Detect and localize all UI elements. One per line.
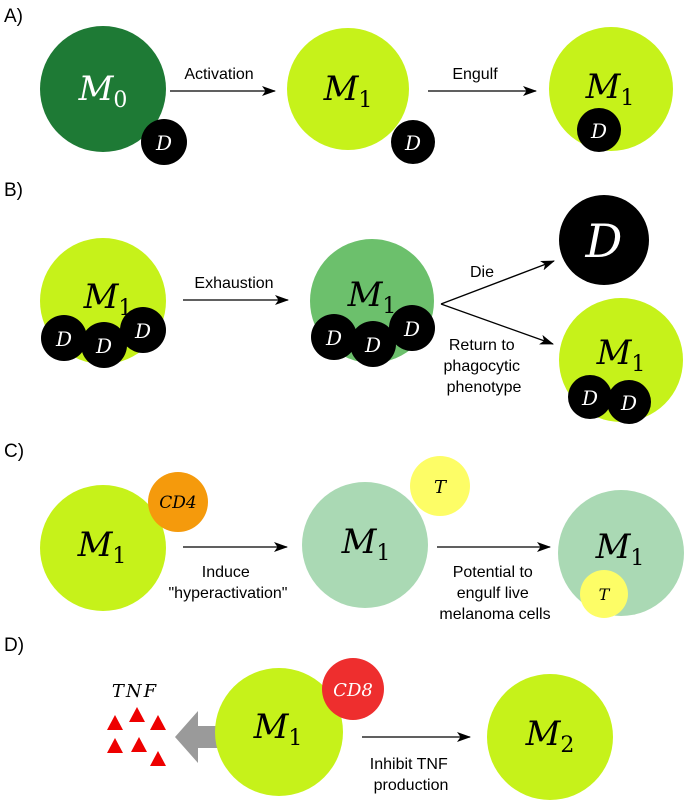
hyperactivated-m1-macrophage: [302, 482, 428, 608]
panel-c: C) M1 CD4 Induce "hyperactivation" M1 T …: [4, 441, 684, 623]
panel-a-label: A): [4, 6, 23, 27]
arrow-inhibit-tnf-label: Inhibit TNF production: [370, 756, 452, 794]
hyperactivated-m1-label: M1: [341, 522, 391, 566]
live-t-cell: [410, 456, 470, 516]
arrow-return: [440, 303, 554, 345]
tnf-triangle: [129, 707, 145, 722]
cd4-t-cell: [148, 472, 208, 532]
dead-cell-label: D: [325, 326, 342, 350]
panel-c-label: C): [4, 441, 24, 462]
hyperactivated-m1-label: M1: [595, 527, 645, 571]
tnf-triangle: [150, 751, 166, 766]
tnf-triangle: [131, 737, 147, 752]
tnf-triangle: [107, 738, 123, 753]
engulfed-t-cell-label: T: [599, 585, 611, 604]
m1-macrophage: [215, 668, 343, 796]
m1-macrophage-label: M1: [585, 67, 635, 111]
dead-cell-label: D: [364, 333, 381, 357]
m1-macrophage-label: M1: [77, 525, 127, 569]
panel-d-label: D): [4, 635, 24, 656]
arrow-potential-label: Potential to engulf live melanoma cells: [439, 564, 550, 623]
dead-cell: [568, 375, 612, 419]
arrow-induce-label: Induce "hyperactivation": [169, 564, 288, 602]
arrow-die: [440, 260, 555, 305]
arrow-activation-label: Activation: [184, 66, 253, 83]
tnf-label: TNF: [112, 681, 158, 702]
cd4-t-cell-label: CD4: [159, 493, 196, 513]
dead-cell-label: D: [55, 327, 72, 351]
dead-cell: [81, 322, 127, 368]
m1-macrophage: [40, 485, 166, 611]
m2-macrophage: [487, 674, 613, 800]
arrow-die-label: Die: [470, 264, 494, 281]
cd8-t-cell: [322, 658, 384, 720]
tnf-triangle: [150, 715, 166, 730]
dead-cell-label: D: [404, 131, 421, 155]
tnf-triangle: [107, 715, 123, 730]
dead-cell: [350, 321, 396, 367]
dead-macrophage-label: D: [585, 214, 623, 268]
m1-macrophage: [287, 28, 409, 150]
panel-d: D) TNF M1 CD8 Inhibit TNF production M2: [4, 635, 613, 800]
live-t-cell-label: T: [434, 477, 448, 498]
dead-cell-label: D: [95, 334, 112, 358]
dead-cell-label: D: [403, 317, 420, 341]
dead-cell: [120, 307, 166, 353]
tnf-molecules: [107, 707, 166, 766]
dead-macrophage: [559, 195, 649, 285]
m1-macrophage-label: M1: [323, 69, 373, 113]
m1-macrophage-label: M1: [253, 707, 303, 751]
m0-macrophage-label: M0: [78, 69, 128, 113]
dead-cell: [391, 120, 435, 164]
inhibition-block-arrow: [175, 711, 233, 763]
dead-cell-label: D: [155, 131, 172, 155]
dead-cell: [389, 305, 435, 351]
cd8-t-cell-label: CD8: [333, 680, 373, 701]
engulfed-dead-cell: [577, 108, 621, 152]
dead-cell-label: D: [620, 391, 637, 415]
dead-cell-label: D: [581, 386, 598, 410]
dead-cell: [311, 314, 357, 360]
exhausted-m1-label: M1: [347, 275, 397, 319]
dead-cell: [141, 119, 187, 165]
m2-macrophage-label: M2: [525, 714, 575, 758]
arrow-exhaustion-label: Exhaustion: [194, 275, 273, 292]
dead-cell-label: D: [134, 319, 151, 343]
panel-b: B) M1 D D D Exhaustion M1 D D D Die Retu…: [4, 180, 683, 424]
panel-b-label: B): [4, 180, 23, 201]
dead-cell: [41, 315, 87, 361]
arrow-return-label: Return to phagocytic phenotype: [444, 337, 525, 396]
m1-macrophage-label: M1: [596, 333, 646, 377]
arrow-engulf-label: Engulf: [452, 66, 498, 83]
engulfed-t-cell: [580, 570, 628, 618]
panel-a: A) M0 D Activation M1 D Engulf M1 D: [4, 6, 673, 165]
dead-cell-label: D: [590, 119, 607, 143]
m0-macrophage: [40, 26, 166, 152]
dead-cell: [607, 380, 651, 424]
